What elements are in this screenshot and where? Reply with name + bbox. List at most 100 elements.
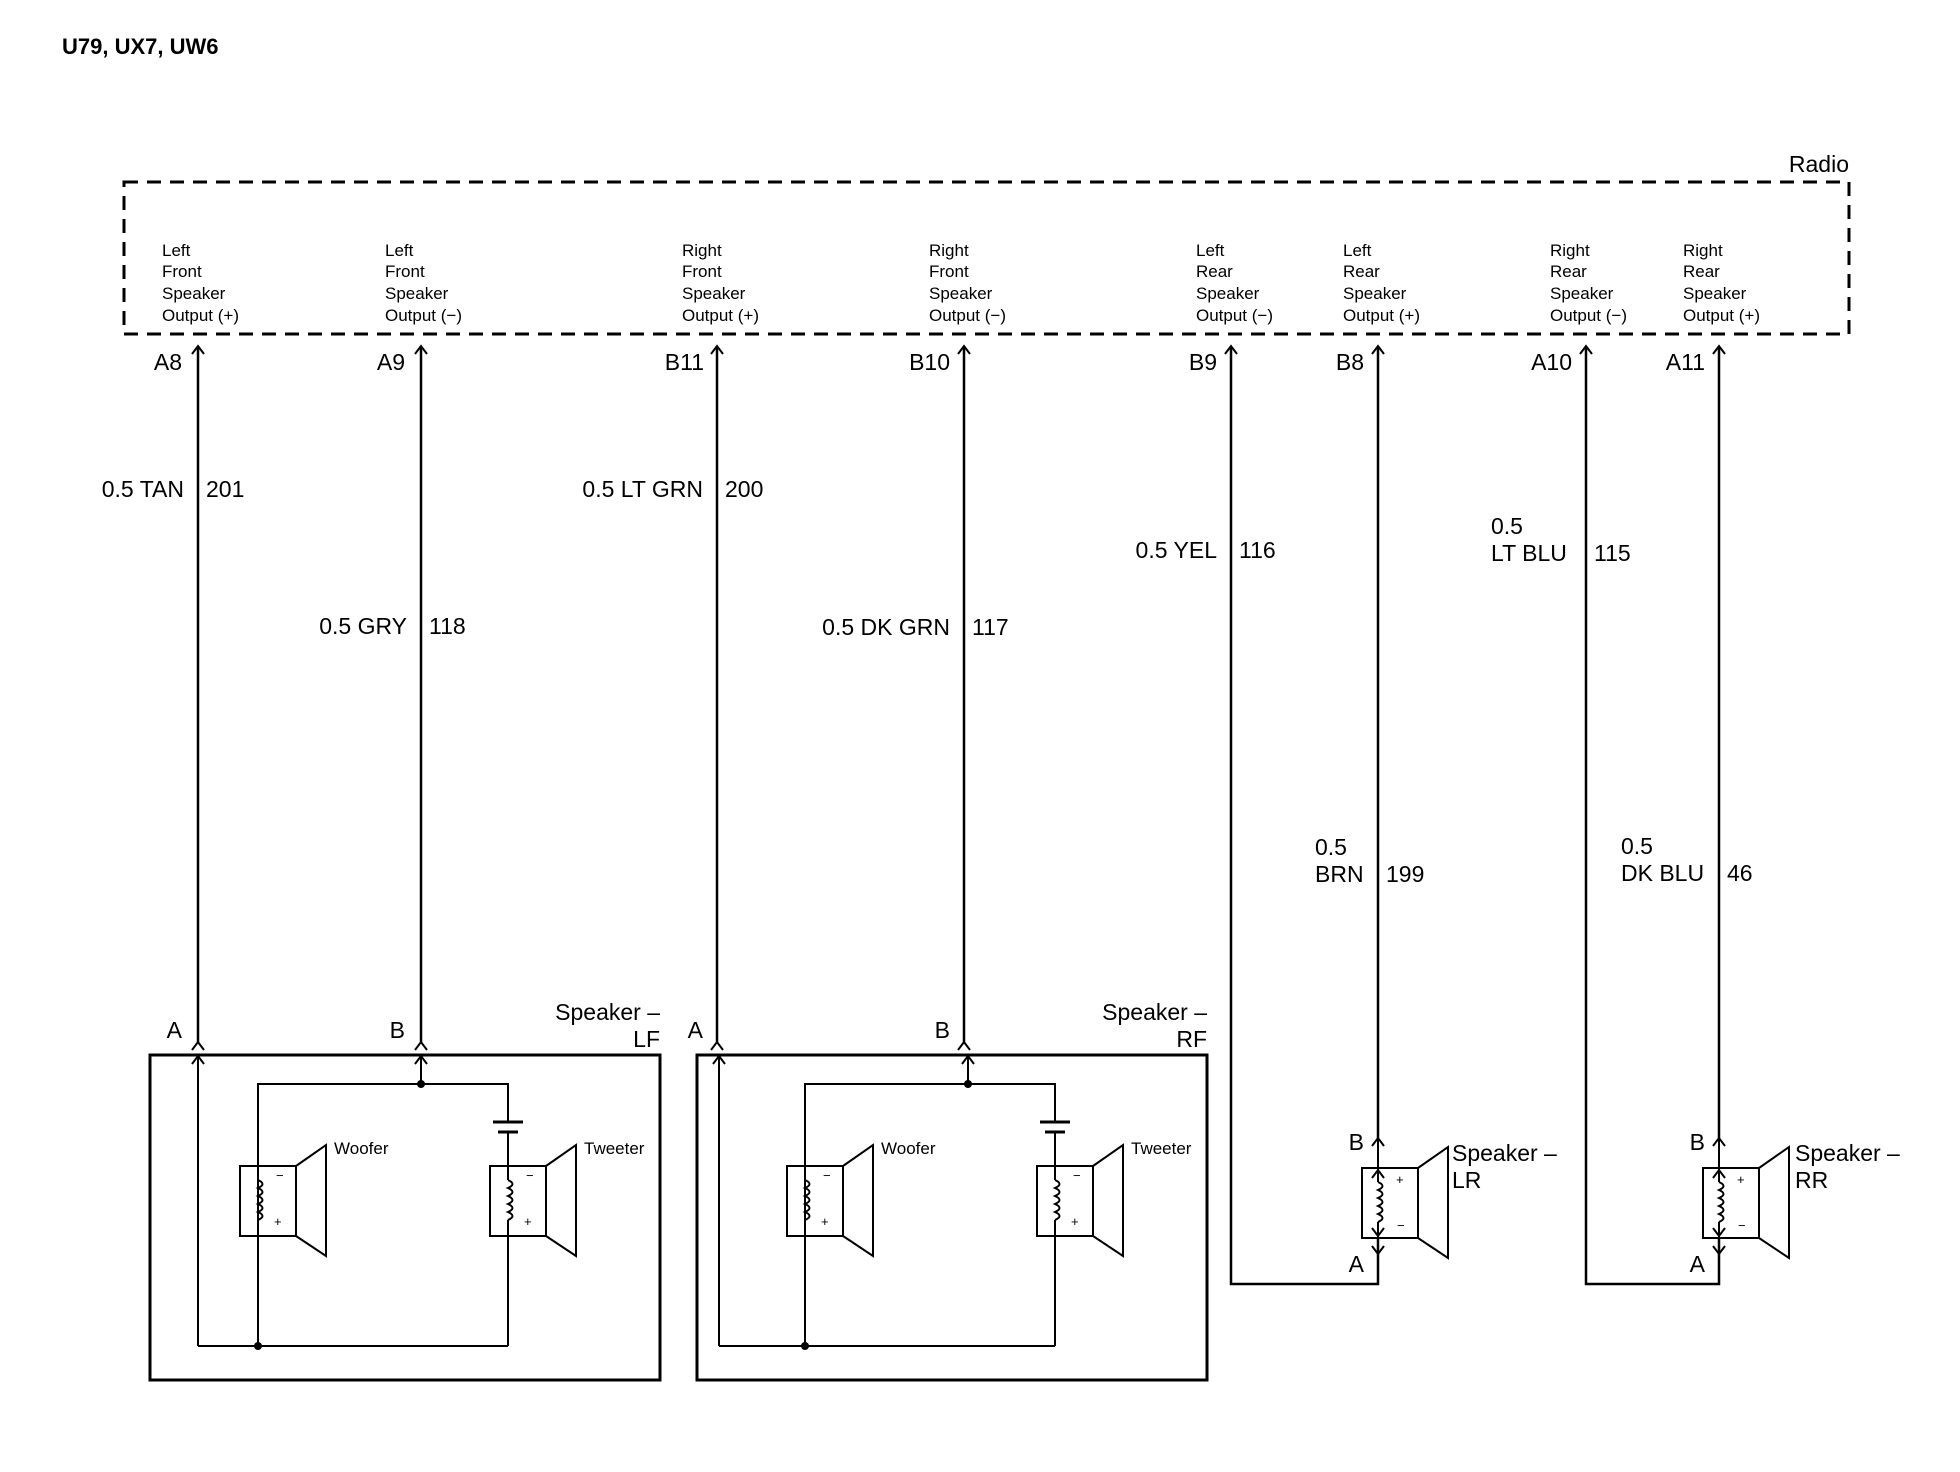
svg-text:Output (+): Output (+) — [1683, 306, 1760, 325]
svg-text:−: − — [1738, 1218, 1746, 1233]
svg-text:Left: Left — [385, 241, 414, 260]
svg-text:Front: Front — [929, 262, 969, 281]
woofer-speaker-icon: − + — [786, 1143, 874, 1258]
wire-label-118: 0.5 GRY 118 — [319, 613, 465, 639]
output-label-rf-minus: Right Front Speaker Output (−) — [929, 241, 1006, 325]
svg-text:0.5 YEL: 0.5 YEL — [1136, 537, 1218, 563]
speaker-lr-pin-b: B — [1349, 1129, 1364, 1155]
svg-text:+: + — [1071, 1214, 1079, 1229]
wire-label-199: 0.5 BRN 199 — [1315, 834, 1424, 887]
speaker-lr-assembly: B A + − Speaker – LR — [1349, 1129, 1557, 1277]
svg-text:Rear: Rear — [1550, 262, 1587, 281]
svg-text:Rear: Rear — [1683, 262, 1720, 281]
speaker-lr-label-line1: Speaker – — [1452, 1140, 1557, 1166]
svg-text:+: + — [821, 1214, 829, 1229]
svg-text:LT BLU: LT BLU — [1491, 540, 1567, 566]
speaker-rr-assembly: B A + − Speaker – RR — [1690, 1129, 1900, 1277]
radio-module-outline — [122, 180, 1851, 336]
svg-text:Output (−): Output (−) — [1196, 306, 1273, 325]
svg-text:−: − — [526, 1168, 534, 1183]
pin-label-a11: A11 — [1666, 349, 1705, 375]
svg-text:−: − — [823, 1168, 831, 1183]
radio-label: Radio — [1789, 151, 1849, 177]
svg-text:−: − — [276, 1168, 284, 1183]
speaker-rr-icon: + − — [1702, 1138, 1790, 1260]
svg-text:46: 46 — [1727, 860, 1753, 886]
svg-text:Right: Right — [682, 241, 722, 260]
svg-text:Rear: Rear — [1196, 262, 1233, 281]
svg-text:Output (+): Output (+) — [682, 306, 759, 325]
speaker-lf-label-line2: LF — [633, 1026, 660, 1052]
svg-text:Speaker: Speaker — [1343, 284, 1407, 303]
svg-text:Speaker: Speaker — [1196, 284, 1260, 303]
svg-text:0.5: 0.5 — [1315, 834, 1347, 860]
wire-label-117: 0.5 DK GRN 117 — [822, 614, 1009, 640]
svg-text:0.5 DK GRN: 0.5 DK GRN — [822, 614, 950, 640]
svg-text:Speaker: Speaker — [682, 284, 746, 303]
svg-text:+: + — [524, 1214, 532, 1229]
speaker-lf-pin-b: B — [390, 1017, 405, 1043]
speaker-lr-icon: + − — [1361, 1138, 1449, 1260]
svg-text:+: + — [1396, 1172, 1404, 1187]
pin-label-a8: A8 — [154, 349, 182, 375]
speaker-lr-pin-a: A — [1349, 1251, 1365, 1277]
wire-label-46: 0.5 DK BLU 46 — [1621, 833, 1753, 886]
svg-text:Output (−): Output (−) — [1550, 306, 1627, 325]
svg-text:Output (−): Output (−) — [385, 306, 462, 325]
speaker-lf-housing — [148, 1053, 662, 1382]
svg-text:0.5 LT GRN: 0.5 LT GRN — [582, 476, 703, 502]
svg-text:Front: Front — [162, 262, 202, 281]
diagram-title: U79, UX7, UW6 — [62, 34, 219, 59]
svg-text:BRN: BRN — [1315, 861, 1364, 887]
tweeter-speaker-icon: − + — [489, 1143, 577, 1258]
svg-text:Left: Left — [1196, 241, 1225, 260]
speaker-rf-label-line2: RF — [1176, 1026, 1207, 1052]
svg-text:Right: Right — [1683, 241, 1723, 260]
pin-label-a10: A10 — [1531, 349, 1572, 375]
svg-text:+: + — [1737, 1172, 1745, 1187]
speaker-rf-label-line1: Speaker – — [1102, 999, 1207, 1025]
tweeter-speaker-icon: − + — [1036, 1143, 1124, 1258]
speaker-rr-pin-b: B — [1690, 1129, 1705, 1155]
wire-116 — [1229, 346, 1380, 1286]
wire-label-200: 0.5 LT GRN 200 — [582, 476, 763, 502]
pin-label-b11: B11 — [665, 349, 704, 375]
svg-text:+: + — [274, 1214, 282, 1229]
pin-label-a9: A9 — [377, 349, 405, 375]
pin-label-b10: B10 — [909, 349, 950, 375]
output-label-lr-minus: Left Rear Speaker Output (−) — [1196, 241, 1273, 325]
svg-text:Rear: Rear — [1343, 262, 1380, 281]
svg-text:Front: Front — [385, 262, 425, 281]
svg-text:0.5 TAN: 0.5 TAN — [102, 476, 184, 502]
output-label-rr-plus: Right Rear Speaker Output (+) — [1683, 241, 1760, 325]
speaker-lf-woofer-label: Woofer — [334, 1139, 389, 1158]
speaker-lf-label-line1: Speaker – — [555, 999, 660, 1025]
pin-label-b9: B9 — [1189, 349, 1217, 375]
svg-text:0.5: 0.5 — [1621, 833, 1653, 859]
svg-text:−: − — [1397, 1218, 1405, 1233]
svg-text:200: 200 — [725, 476, 763, 502]
output-label-rf-plus: Right Front Speaker Output (+) — [682, 241, 759, 325]
output-label-lf-plus: Left Front Speaker Output (+) — [162, 241, 239, 325]
svg-text:Speaker: Speaker — [162, 284, 226, 303]
speaker-rf-woofer-label: Woofer — [881, 1139, 936, 1158]
svg-text:116: 116 — [1239, 537, 1276, 563]
svg-text:0.5: 0.5 — [1491, 513, 1523, 539]
wire-label-201: 0.5 TAN 201 — [102, 476, 245, 502]
speaker-rf-pin-a: A — [688, 1017, 704, 1043]
speaker-lf-pin-a: A — [167, 1017, 183, 1043]
wire-label-116: 0.5 YEL 116 — [1136, 537, 1276, 563]
speaker-lf-tweeter-label: Tweeter — [584, 1139, 645, 1158]
svg-text:Speaker: Speaker — [385, 284, 449, 303]
svg-text:DK BLU: DK BLU — [1621, 860, 1704, 886]
svg-text:0.5 GRY: 0.5 GRY — [319, 613, 407, 639]
svg-text:Speaker: Speaker — [929, 284, 993, 303]
speaker-lr-label-line2: LR — [1452, 1167, 1481, 1193]
svg-text:199: 199 — [1386, 861, 1424, 887]
speaker-rr-label-line2: RR — [1795, 1167, 1828, 1193]
speaker-rf-pin-b: B — [935, 1017, 950, 1043]
svg-text:Output (+): Output (+) — [1343, 306, 1420, 325]
wire-label-115: 0.5 LT BLU 115 — [1491, 513, 1631, 566]
output-label-lr-plus: Left Rear Speaker Output (+) — [1343, 241, 1420, 325]
svg-text:Left: Left — [1343, 241, 1372, 260]
